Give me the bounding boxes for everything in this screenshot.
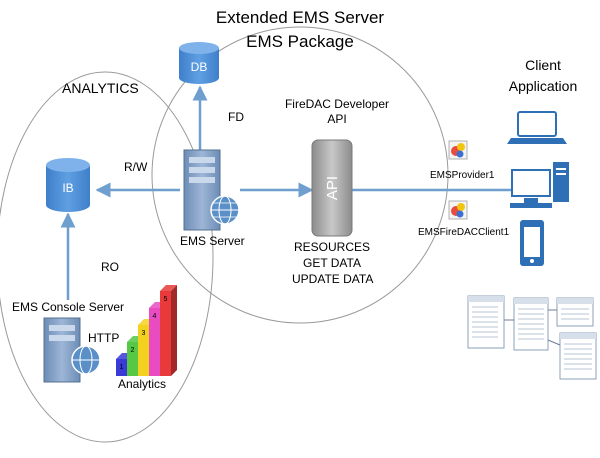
emsprovider-component-icon[interactable] xyxy=(448,140,468,160)
chart-bar-label: 4 xyxy=(153,313,157,320)
firedac-api-label-line2: API xyxy=(327,112,347,126)
desktop-icon[interactable] xyxy=(510,162,569,208)
ib-cylinder[interactable]: IB xyxy=(46,158,90,212)
api-label: API xyxy=(324,176,341,200)
analytics-chart-label: Analytics xyxy=(118,377,167,391)
emsfiredac-client-label: EMSFireDACClient1 xyxy=(418,227,510,238)
ems-server-label: EMS Server xyxy=(180,234,245,248)
update-data-label: UPDATE DATA xyxy=(292,272,374,286)
chart-bar-label: 5 xyxy=(164,296,168,303)
analytics-region-ellipse xyxy=(0,71,214,443)
console-server-label: EMS Console Server xyxy=(12,300,125,314)
emsprovider-label: EMSProvider1 xyxy=(430,170,495,181)
chart-bar xyxy=(160,285,177,376)
get-data-label: GET DATA xyxy=(302,256,361,270)
console-server-icon[interactable] xyxy=(43,317,101,383)
analytics-region-title: ANALYTICS xyxy=(62,80,139,96)
fd-connector-label: FD xyxy=(228,110,244,124)
api-block[interactable]: API xyxy=(311,139,353,237)
laptop-icon[interactable] xyxy=(507,111,567,144)
package-title-line1: Extended EMS Server xyxy=(215,8,385,27)
resources-label: RESOURCES xyxy=(293,240,370,254)
ro-connector-label: RO xyxy=(101,260,119,274)
db-label: DB xyxy=(191,60,208,74)
ems-package-region-ellipse xyxy=(151,26,449,324)
chart-bar-label: 3 xyxy=(142,330,146,337)
db-cylinder[interactable]: DB xyxy=(179,42,219,84)
package-title-line2: EMS Package xyxy=(246,32,354,51)
client-title-line1: Client xyxy=(525,57,561,73)
client-title-line2: Application xyxy=(508,78,578,94)
analytics-bar-chart: 1 2 3 4 5 xyxy=(116,285,177,376)
ib-label: IB xyxy=(62,181,73,195)
schema-diagram-thumbnail xyxy=(467,295,597,380)
http-label: HTTP xyxy=(88,331,120,345)
firedac-api-label-line1: FireDAC Developer xyxy=(284,97,390,111)
emsfiredac-client-component-icon[interactable] xyxy=(448,200,468,220)
smartphone-icon[interactable] xyxy=(520,220,544,266)
rw-connector-label: R/W xyxy=(124,160,148,174)
chart-bar-label: 1 xyxy=(120,364,124,371)
chart-bar-label: 2 xyxy=(131,347,135,354)
ems-server-icon[interactable] xyxy=(183,149,240,231)
